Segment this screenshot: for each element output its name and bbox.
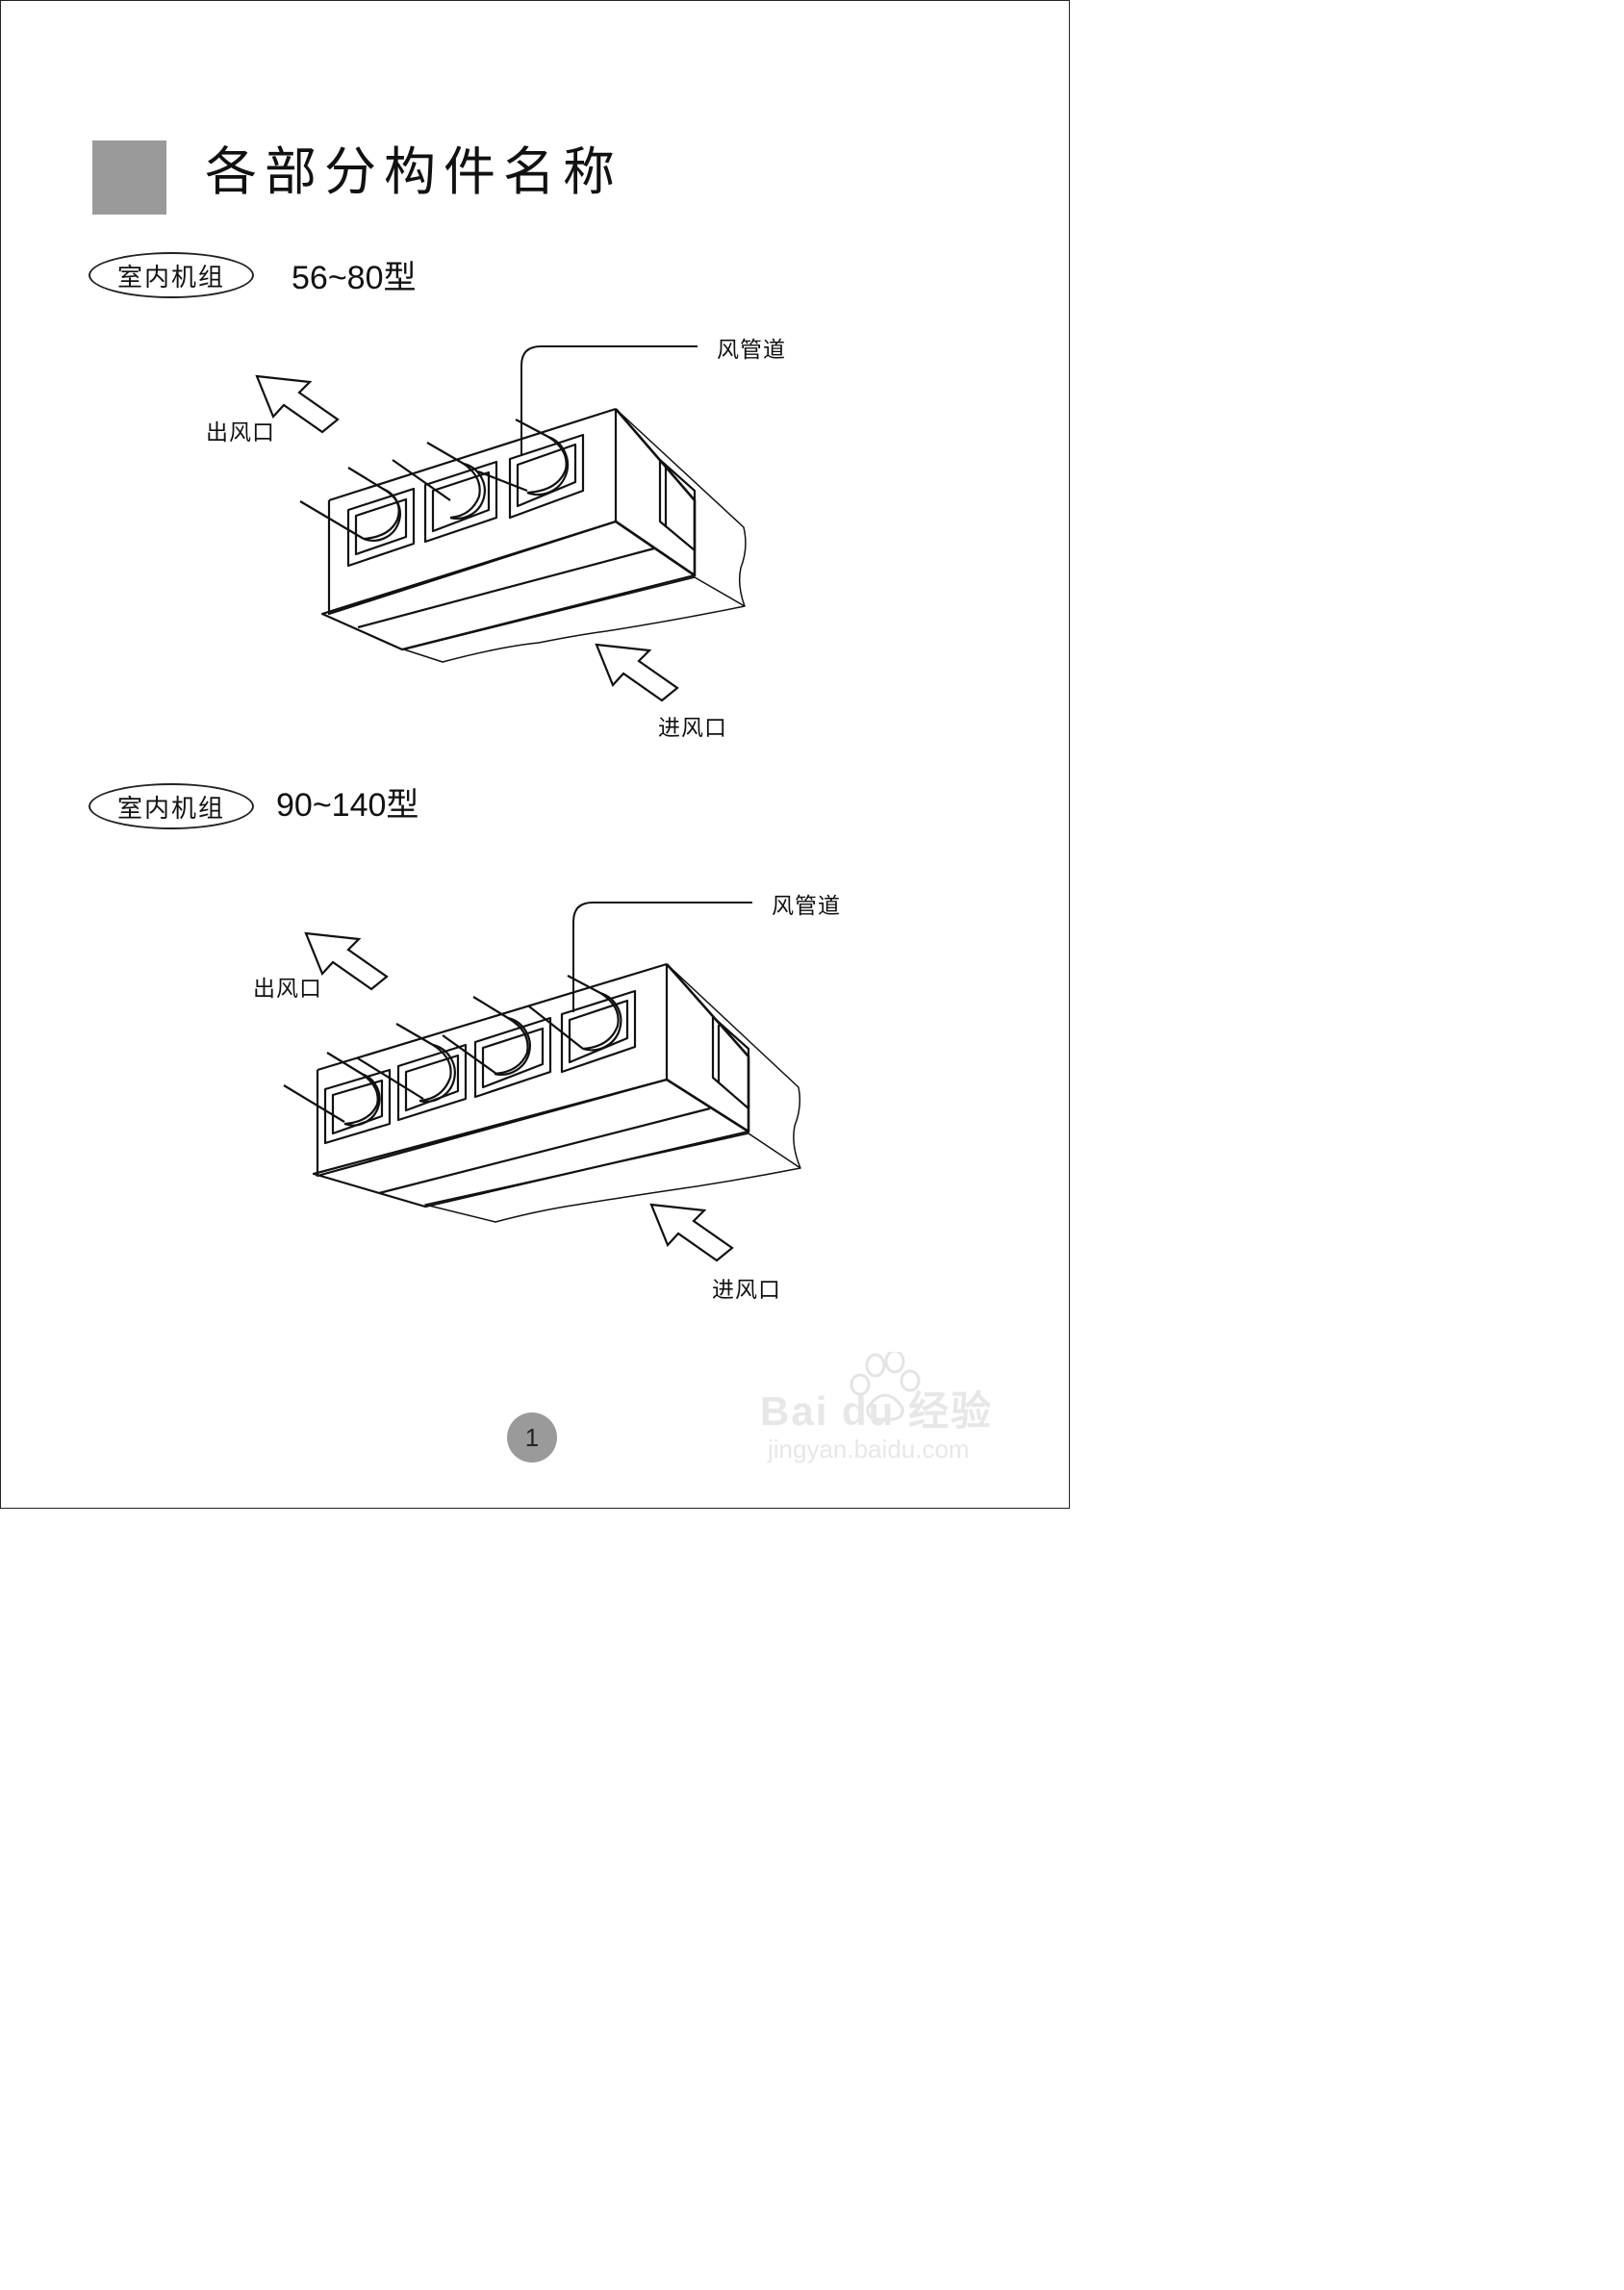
- title-marker-block: [92, 140, 166, 215]
- page-number: 1: [507, 1412, 557, 1463]
- indoor-unit-badge: 室内机组: [89, 783, 254, 829]
- air-outlet-label: 出风口: [206, 420, 275, 445]
- watermark-logo-text: Bai du 经验: [760, 1388, 994, 1434]
- indoor-unit-diagram-large: [283, 902, 801, 1223]
- duct-label: 风管道: [772, 894, 841, 919]
- page-frame: [0, 0, 1070, 1509]
- unit-diagrams: [255, 345, 801, 1262]
- duct-label: 风管道: [717, 338, 786, 363]
- inlet-arrow: [595, 643, 679, 702]
- watermark-url: jingyan.baidu.com: [768, 1435, 970, 1463]
- inlet-arrow: [649, 1203, 734, 1262]
- air-inlet-label: 进风口: [712, 1278, 781, 1303]
- baidu-jingyan-watermark: Bai du 经验 jingyan.baidu.com: [760, 1349, 1020, 1487]
- indoor-unit-diagram-small: [299, 345, 747, 663]
- paw-logo-icon: [850, 1349, 921, 1421]
- indoor-unit-badge: 室内机组: [89, 252, 254, 298]
- outlet-arrow: [304, 931, 389, 991]
- air-outlet-label: 出风口: [253, 977, 322, 1002]
- outlet-arrow: [255, 374, 340, 434]
- model-range-label: 90~140型: [276, 787, 419, 824]
- air-inlet-label: 进风口: [658, 716, 727, 741]
- page-title: 各部分构件名称: [205, 141, 622, 202]
- model-range-label: 56~80型: [292, 260, 417, 296]
